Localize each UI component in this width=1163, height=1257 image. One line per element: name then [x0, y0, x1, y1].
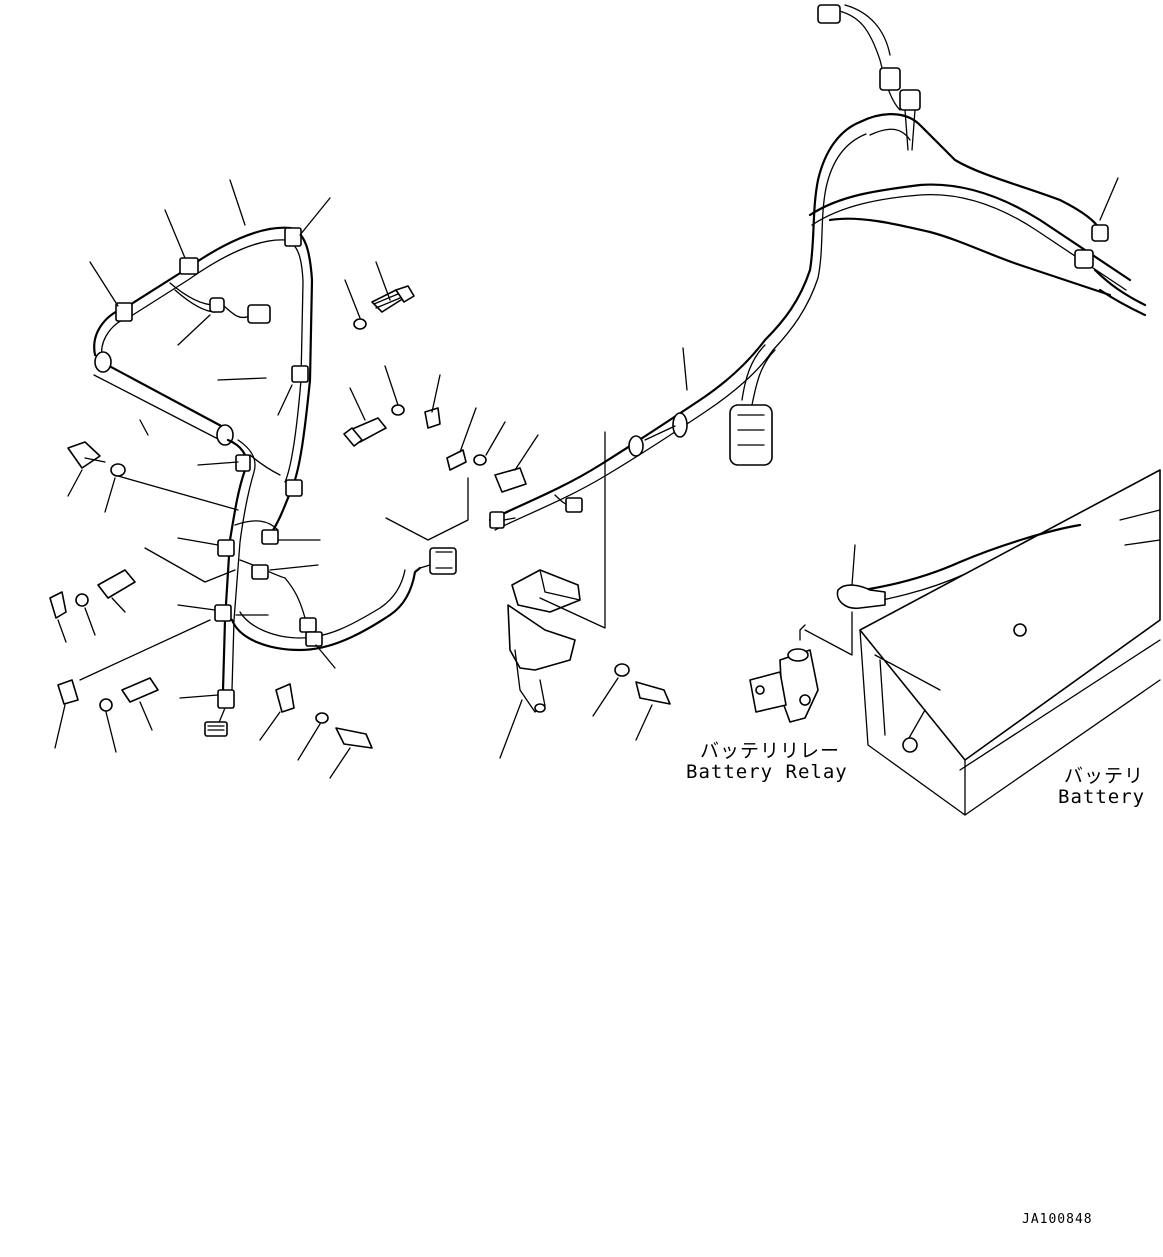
- battery-label-en: Battery: [1058, 786, 1146, 808]
- battery-relay-label-jp: バッテリリレー: [700, 740, 841, 762]
- main-harness: [488, 4, 1147, 531]
- drawing-code: JA100848: [1022, 1212, 1093, 1227]
- left-harness-loop: [93, 226, 457, 737]
- hardware-parts: [49, 285, 671, 749]
- leader-lines: [54, 179, 853, 779]
- battery-label-jp: バッテリ: [1064, 765, 1145, 787]
- battery-relay-label-en: Battery Relay: [686, 761, 848, 783]
- battery-relay: [749, 624, 819, 723]
- battery: [836, 469, 1161, 816]
